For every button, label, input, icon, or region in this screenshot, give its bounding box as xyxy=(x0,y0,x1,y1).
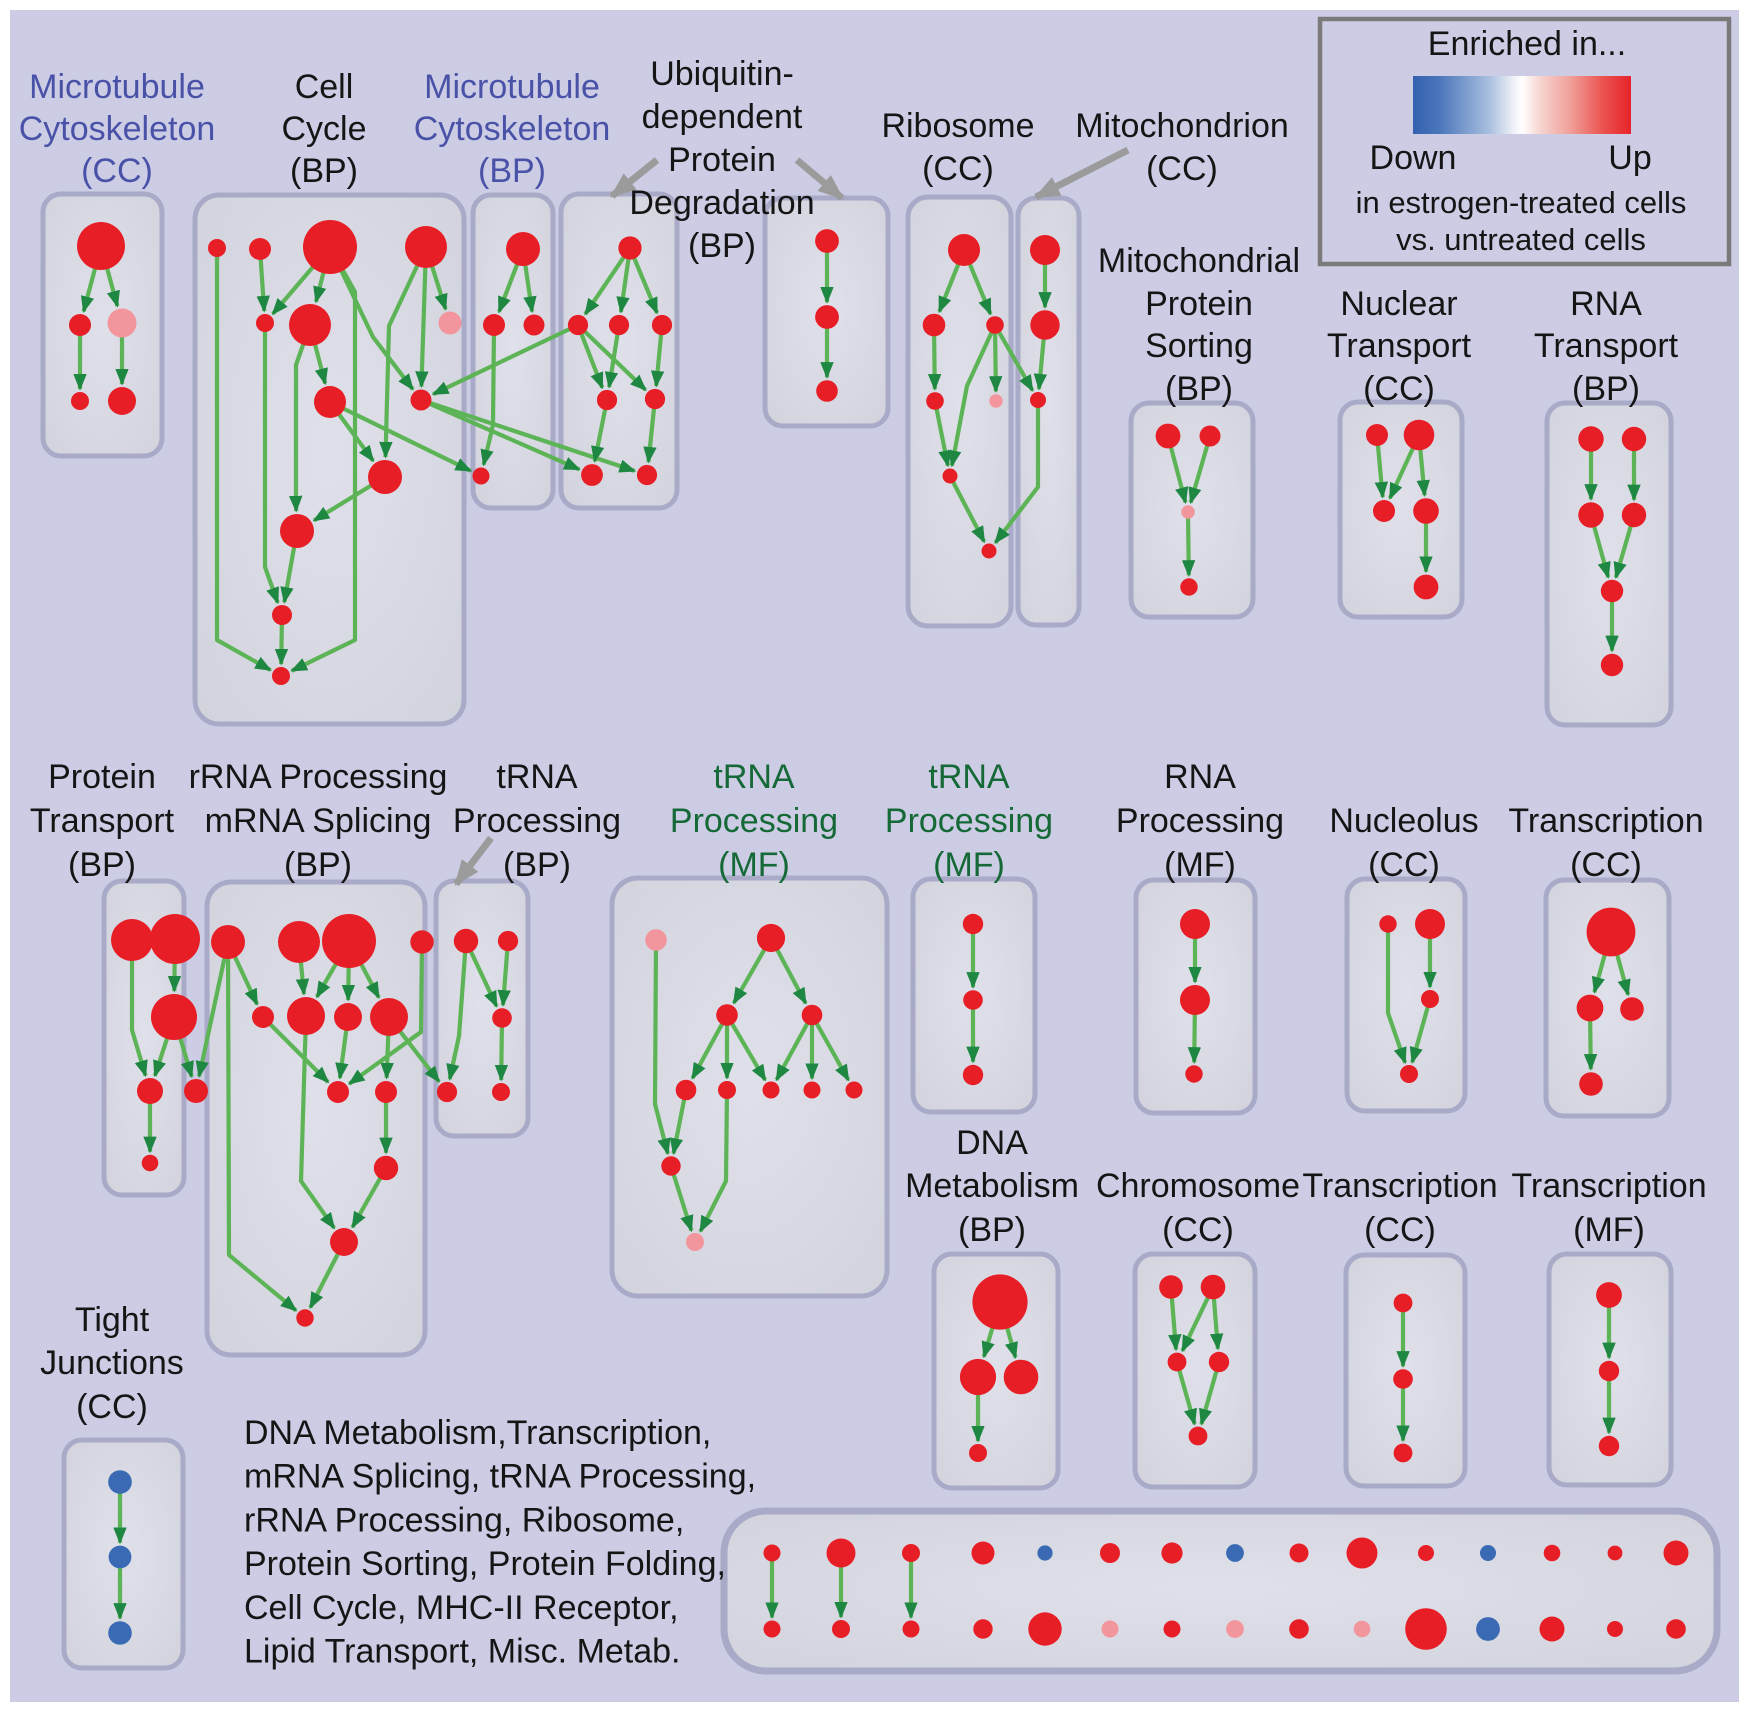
svg-text:vs. untreated cells: vs. untreated cells xyxy=(1396,222,1646,257)
svg-text:in estrogen-treated cells: in estrogen-treated cells xyxy=(1356,185,1687,220)
svg-text:Processing: Processing xyxy=(1116,802,1284,840)
svg-text:mRNA Splicing, tRNA Processing: mRNA Splicing, tRNA Processing, xyxy=(244,1458,756,1496)
svg-text:(BP): (BP) xyxy=(958,1211,1026,1249)
svg-text:(BP): (BP) xyxy=(688,227,756,265)
svg-text:Cycle: Cycle xyxy=(281,110,366,148)
svg-text:mRNA Splicing: mRNA Splicing xyxy=(205,802,432,840)
svg-text:(BP): (BP) xyxy=(1572,370,1640,408)
svg-text:tRNA: tRNA xyxy=(713,758,795,796)
svg-text:Enriched in...: Enriched in... xyxy=(1428,25,1626,63)
svg-text:(BP): (BP) xyxy=(503,846,571,884)
svg-text:Protein Sorting, Protein Foldi: Protein Sorting, Protein Folding, xyxy=(244,1545,726,1583)
svg-text:RNA: RNA xyxy=(1164,758,1236,796)
svg-text:tRNA: tRNA xyxy=(928,758,1010,796)
svg-text:Tight: Tight xyxy=(75,1301,150,1339)
svg-text:Degradation: Degradation xyxy=(629,184,814,222)
svg-text:(MF): (MF) xyxy=(933,846,1005,884)
svg-text:(BP): (BP) xyxy=(1165,370,1233,408)
svg-text:(CC): (CC) xyxy=(1146,150,1218,188)
svg-text:RNA: RNA xyxy=(1570,285,1642,323)
svg-text:Nucleolus: Nucleolus xyxy=(1329,802,1478,840)
svg-text:Processing: Processing xyxy=(670,802,838,840)
svg-text:Lipid Transport, Misc. Metab.: Lipid Transport, Misc. Metab. xyxy=(244,1633,681,1671)
svg-text:(CC): (CC) xyxy=(81,152,153,190)
svg-text:(BP): (BP) xyxy=(284,846,352,884)
svg-text:Mitochondrial: Mitochondrial xyxy=(1098,242,1300,280)
svg-text:(BP): (BP) xyxy=(290,152,358,190)
svg-text:Protein: Protein xyxy=(668,141,776,179)
svg-text:Processing: Processing xyxy=(453,802,621,840)
svg-text:(CC): (CC) xyxy=(1364,1211,1436,1249)
svg-text:Cell Cycle, MHC-II Receptor,: Cell Cycle, MHC-II Receptor, xyxy=(244,1589,679,1627)
svg-text:(MF): (MF) xyxy=(1164,846,1236,884)
svg-text:Protein: Protein xyxy=(48,758,156,796)
svg-text:Ubiquitin-: Ubiquitin- xyxy=(650,55,794,93)
svg-text:DNA: DNA xyxy=(956,1124,1028,1162)
svg-text:Junctions: Junctions xyxy=(40,1344,184,1382)
svg-text:Microtubule: Microtubule xyxy=(424,68,600,106)
svg-text:rRNA Processing: rRNA Processing xyxy=(189,758,448,796)
svg-text:Transport: Transport xyxy=(1327,327,1472,365)
svg-text:(BP): (BP) xyxy=(68,846,136,884)
svg-text:(CC): (CC) xyxy=(76,1388,148,1426)
svg-text:(CC): (CC) xyxy=(1368,846,1440,884)
svg-text:(CC): (CC) xyxy=(922,150,994,188)
svg-text:Transcription: Transcription xyxy=(1511,1167,1706,1205)
svg-text:DNA Metabolism,Transcription,: DNA Metabolism,Transcription, xyxy=(244,1414,711,1452)
svg-text:Down: Down xyxy=(1370,139,1457,177)
svg-text:Cell: Cell xyxy=(295,68,354,106)
svg-text:(CC): (CC) xyxy=(1162,1211,1234,1249)
svg-text:Protein: Protein xyxy=(1145,285,1253,323)
svg-text:Transcription: Transcription xyxy=(1302,1167,1497,1205)
svg-text:Transcription: Transcription xyxy=(1508,802,1703,840)
svg-text:Transport: Transport xyxy=(1534,327,1679,365)
svg-text:(MF): (MF) xyxy=(718,846,790,884)
svg-text:(CC): (CC) xyxy=(1570,846,1642,884)
svg-text:Chromosome: Chromosome xyxy=(1096,1167,1300,1205)
svg-text:Nuclear: Nuclear xyxy=(1340,285,1457,323)
svg-text:(CC): (CC) xyxy=(1363,370,1435,408)
svg-text:dependent: dependent xyxy=(642,98,803,136)
svg-text:rRNA Processing, Ribosome,: rRNA Processing, Ribosome, xyxy=(244,1501,684,1539)
svg-text:Microtubule: Microtubule xyxy=(29,68,205,106)
svg-text:Transport: Transport xyxy=(30,802,175,840)
svg-text:tRNA: tRNA xyxy=(496,758,578,796)
svg-text:Mitochondrion: Mitochondrion xyxy=(1075,107,1289,145)
svg-text:Ribosome: Ribosome xyxy=(881,107,1034,145)
svg-text:Sorting: Sorting xyxy=(1145,327,1253,365)
svg-text:Metabolism: Metabolism xyxy=(905,1167,1079,1205)
svg-text:Cytoskeleton: Cytoskeleton xyxy=(19,110,216,148)
svg-text:Processing: Processing xyxy=(885,802,1053,840)
svg-text:Up: Up xyxy=(1608,139,1651,177)
svg-text:(MF): (MF) xyxy=(1573,1211,1645,1249)
svg-text:(BP): (BP) xyxy=(478,152,546,190)
svg-text:Cytoskeleton: Cytoskeleton xyxy=(414,110,611,148)
